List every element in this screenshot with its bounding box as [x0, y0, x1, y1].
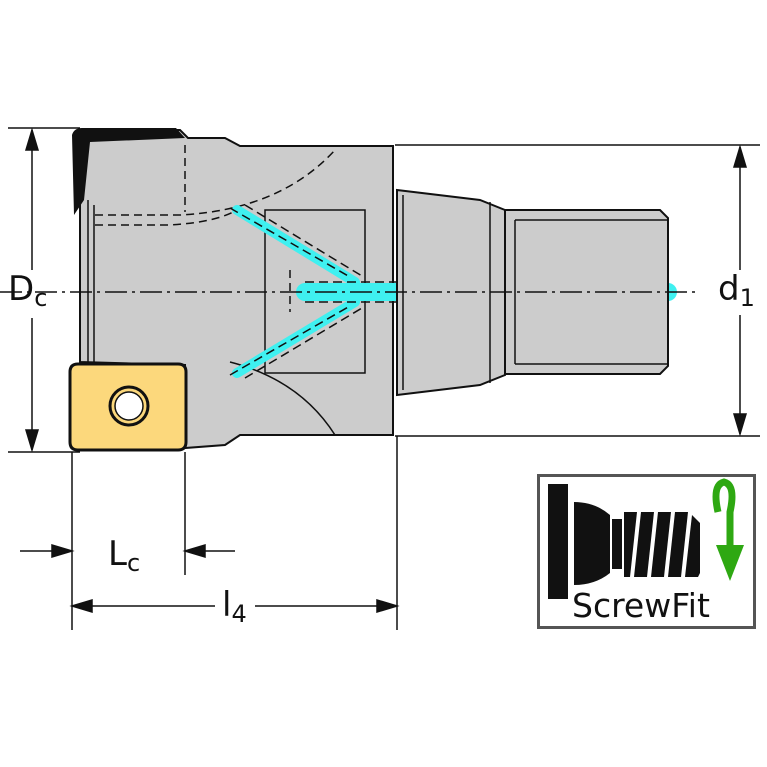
thread [504, 209, 669, 375]
l4-label: l4 [222, 585, 247, 628]
lc-label: Lc [108, 534, 141, 577]
cutting-edge [72, 128, 185, 215]
dc-label: Dc [8, 269, 48, 312]
screwfit-logo-text: ScrewFit [572, 586, 710, 625]
insert [68, 362, 188, 452]
rotate-arrow-icon [712, 478, 736, 547]
screwfit-logo [537, 474, 756, 629]
screw-icon [548, 478, 744, 599]
d1-label: d1 [718, 269, 755, 312]
